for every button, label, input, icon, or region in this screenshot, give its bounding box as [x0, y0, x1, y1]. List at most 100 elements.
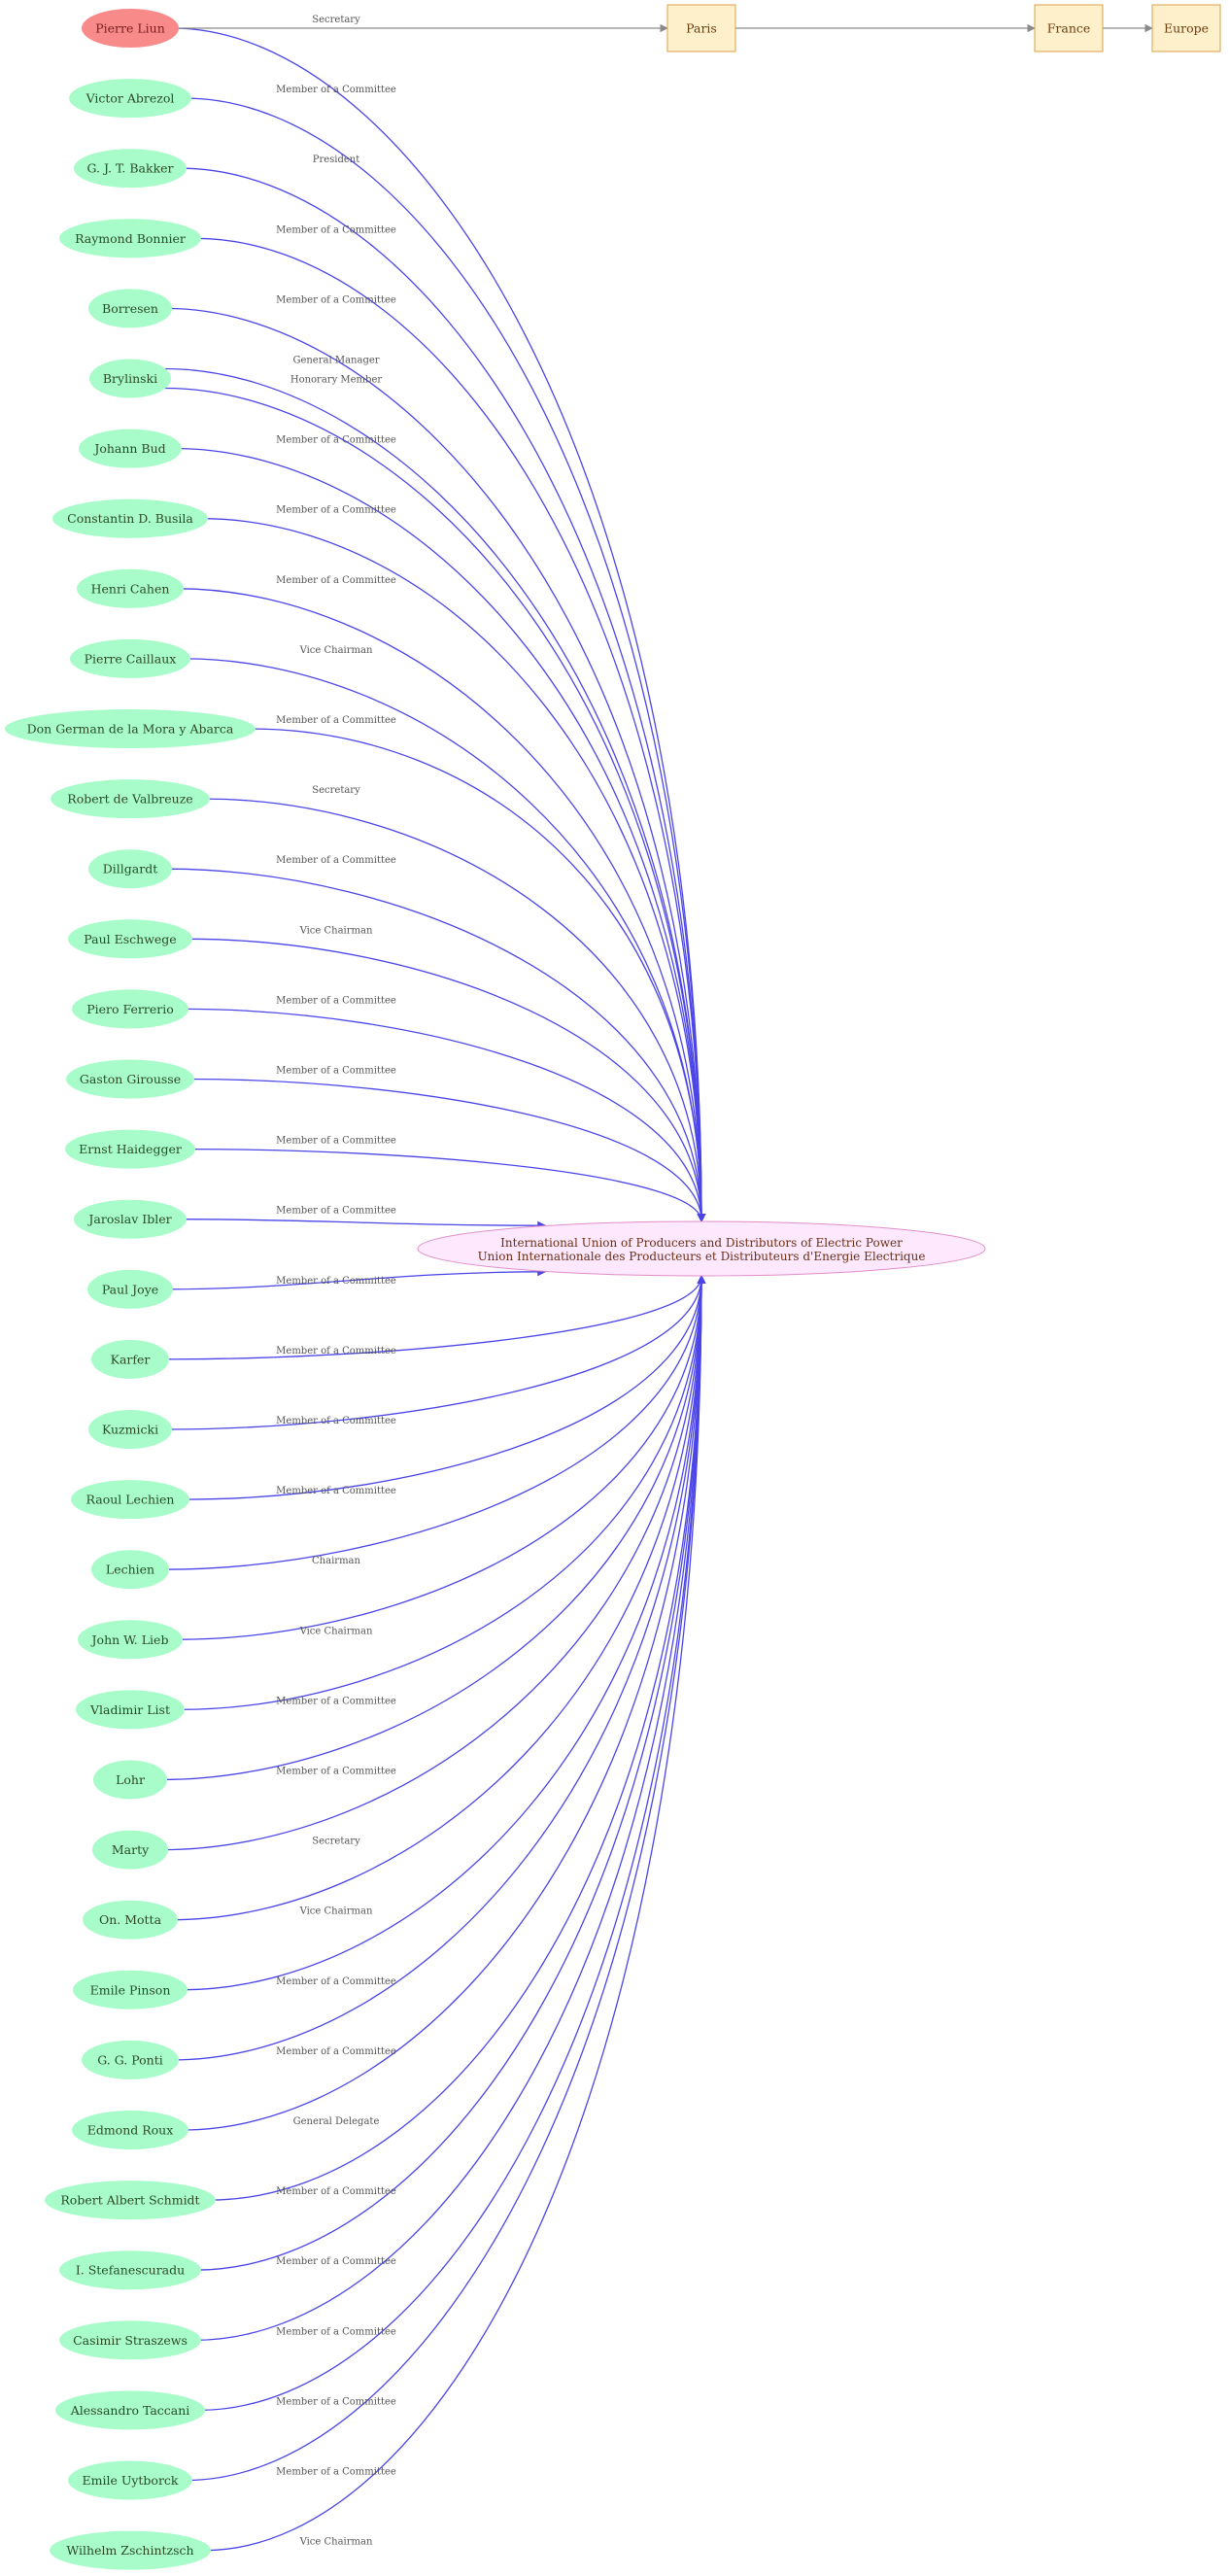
edge-vladimir-list: [178, 1275, 706, 1711]
person-node-paul-eschwege[interactable]: Paul Eschwege: [68, 919, 192, 959]
edge-pierre-liun: [172, 27, 706, 1222]
person-node-borresen[interactable]: Borresen: [88, 289, 172, 328]
person-name: John W. Lieb: [90, 1632, 169, 1647]
person-node-jaroslav-ibler[interactable]: Jaroslav Ibler: [74, 1199, 187, 1239]
person-node-i-stefanescuradu[interactable]: I. Stefanescuradu: [59, 2250, 201, 2290]
edge-johann-bud: [175, 447, 706, 1222]
person-node-henri-cahen[interactable]: Henri Cahen: [77, 568, 184, 608]
person-node-emile-pinson[interactable]: Emile Pinson: [73, 1970, 188, 2009]
person-node-kuzmicki[interactable]: Kuzmicki: [88, 1410, 172, 1449]
edge-label-pierre-caillaux: Vice Chairman: [299, 645, 373, 656]
edge-ernst-haidegger: [188, 1148, 706, 1222]
person-node-victor-abrezol[interactable]: Victor Abrezol: [69, 79, 191, 119]
edge-paul-eschwege: [186, 938, 706, 1222]
person-node-marty[interactable]: Marty: [92, 1830, 168, 1870]
person-node-g-g-ponti[interactable]: G. G. Ponti: [82, 2040, 179, 2079]
person-ellipse: [91, 1339, 169, 1379]
person-node-don-german-de-la-mora-y-abarca[interactable]: Don German de la Mora y Abarca: [5, 709, 256, 748]
place-node-europe[interactable]: Europe: [1151, 4, 1221, 52]
edge-label-gaston-girousse: Member of a Committee: [276, 1066, 396, 1077]
edge-label-brylinski-1: Honorary Member: [290, 375, 383, 386]
person-ellipse: [69, 79, 191, 119]
person-ellipse: [70, 638, 190, 678]
person-node-dillgardt[interactable]: Dillgardt: [88, 849, 172, 889]
person-node-gaston-girousse[interactable]: Gaston Girousse: [66, 1059, 194, 1099]
edges-layer: [160, 23, 1153, 2552]
edge-emile-pinson: [181, 1275, 706, 1991]
person-node-pierre-caillaux[interactable]: Pierre Caillaux: [70, 638, 190, 678]
person-ellipse: [55, 2390, 205, 2430]
person-name: Robert de Valbreuze: [67, 792, 192, 807]
person-node-edmond-roux[interactable]: Edmond Roux: [72, 2111, 188, 2149]
edge-label-g-j-t-bakker: President: [313, 155, 360, 165]
person-node-brylinski[interactable]: Brylinski: [89, 359, 171, 398]
person-node-paul-joye[interactable]: Paul Joye: [87, 1269, 173, 1309]
person-node-casimir-straszews[interactable]: Casimir Straszews: [59, 2320, 201, 2360]
person-node-alessandro-taccani[interactable]: Alessandro Taccani: [55, 2390, 205, 2430]
person-node-raymond-bonnier[interactable]: Raymond Bonnier: [59, 219, 201, 258]
edge-label-piero-ferrerio: Member of a Committee: [276, 995, 396, 1006]
person-name: Constantin D. Busila: [67, 511, 193, 526]
place-node-france[interactable]: France: [1034, 4, 1104, 52]
person-ellipse: [88, 289, 172, 328]
person-node-johann-bud[interactable]: Johann Bud: [79, 429, 182, 468]
person-ellipse: [77, 568, 184, 608]
person-name: Brylinski: [103, 371, 157, 386]
edge-i-stefanescuradu: [194, 1275, 706, 2271]
person-node-vladimir-list[interactable]: Vladimir List: [76, 1690, 185, 1730]
edge-piero-ferrerio: [182, 1008, 706, 1222]
person-ellipse: [51, 779, 210, 819]
person-ellipse: [83, 1900, 178, 1940]
place-box: [1151, 4, 1221, 52]
person-node-emile-uytborck[interactable]: Emile Uytborck: [68, 2460, 192, 2500]
person-node-lohr[interactable]: Lohr: [93, 1760, 167, 1800]
edge-label-casimir-straszews: Member of a Committee: [276, 2326, 396, 2337]
person-name: Marty: [112, 1842, 150, 1857]
person-name: Raymond Bonnier: [75, 231, 186, 246]
person-name: Henri Cahen: [91, 581, 170, 596]
person-node-pierre-liun[interactable]: Pierre Liun: [82, 9, 179, 48]
person-node-constantin-d-busila[interactable]: Constantin D. Busila: [52, 498, 208, 538]
person-name: G. G. Ponti: [97, 2052, 162, 2067]
person-ellipse: [50, 2530, 211, 2570]
person-name: G. J. T. Bakker: [86, 161, 173, 176]
place-node-paris[interactable]: Paris: [666, 4, 736, 52]
place-box: [1034, 4, 1104, 52]
edge-g-j-t-bakker: [180, 167, 706, 1222]
person-name: Piero Ferrerio: [86, 1002, 174, 1016]
person-node-raoul-lechien[interactable]: Raoul Lechien: [71, 1480, 189, 1520]
edge-label-constantin-d-busila: Member of a Committee: [276, 505, 396, 516]
person-name: Lechien: [106, 1563, 154, 1577]
edge-label-john-w-lieb: Vice Chairman: [299, 1626, 373, 1636]
person-name: Johann Bud: [92, 441, 165, 456]
edge-brylinski-1: [164, 387, 706, 1222]
person-ellipse: [74, 1199, 187, 1239]
person-ellipse: [87, 1269, 173, 1309]
person-node-john-w-lieb[interactable]: John W. Lieb: [78, 1620, 183, 1660]
person-node-robert-de-valbreuze[interactable]: Robert de Valbreuze: [51, 779, 210, 819]
edge-john-w-lieb: [176, 1275, 706, 1640]
person-node-karfer[interactable]: Karfer: [91, 1339, 169, 1379]
person-node-g-j-t-bakker[interactable]: G. J. T. Bakker: [74, 149, 187, 189]
edge-label-brylinski: General Manager: [292, 356, 379, 366]
organization-ellipse: [417, 1220, 986, 1277]
person-node-on-motta[interactable]: On. Motta: [83, 1900, 178, 1940]
edge-kuzmicki: [165, 1275, 706, 1430]
person-node-robert-albert-schmidt[interactable]: Robert Albert Schmidt: [45, 2181, 216, 2220]
edge-emile-uytborck: [186, 1275, 706, 2482]
person-node-piero-ferrerio[interactable]: Piero Ferrerio: [72, 989, 188, 1029]
person-node-wilhelm-zschintzsch[interactable]: Wilhelm Zschintzsch: [50, 2530, 211, 2570]
edge-label-paul-eschwege: Vice Chairman: [299, 925, 373, 936]
person-ellipse: [66, 1059, 194, 1099]
edge-raymond-bonnier: [194, 237, 706, 1222]
person-name: Wilhelm Zschintzsch: [66, 2543, 193, 2558]
edge-label-johann-bud: Member of a Committee: [276, 435, 396, 446]
edge-label-dillgardt: Member of a Committee: [276, 855, 396, 866]
organization-node[interactable]: International Union of Producers and Dis…: [417, 1220, 986, 1277]
edge-jaroslav-ibler: [180, 1219, 547, 1230]
person-node-lechien[interactable]: Lechien: [91, 1550, 169, 1590]
person-node-ernst-haidegger[interactable]: Ernst Haidegger: [65, 1129, 195, 1169]
edge-label-alessandro-taccani: Member of a Committee: [276, 2396, 396, 2407]
